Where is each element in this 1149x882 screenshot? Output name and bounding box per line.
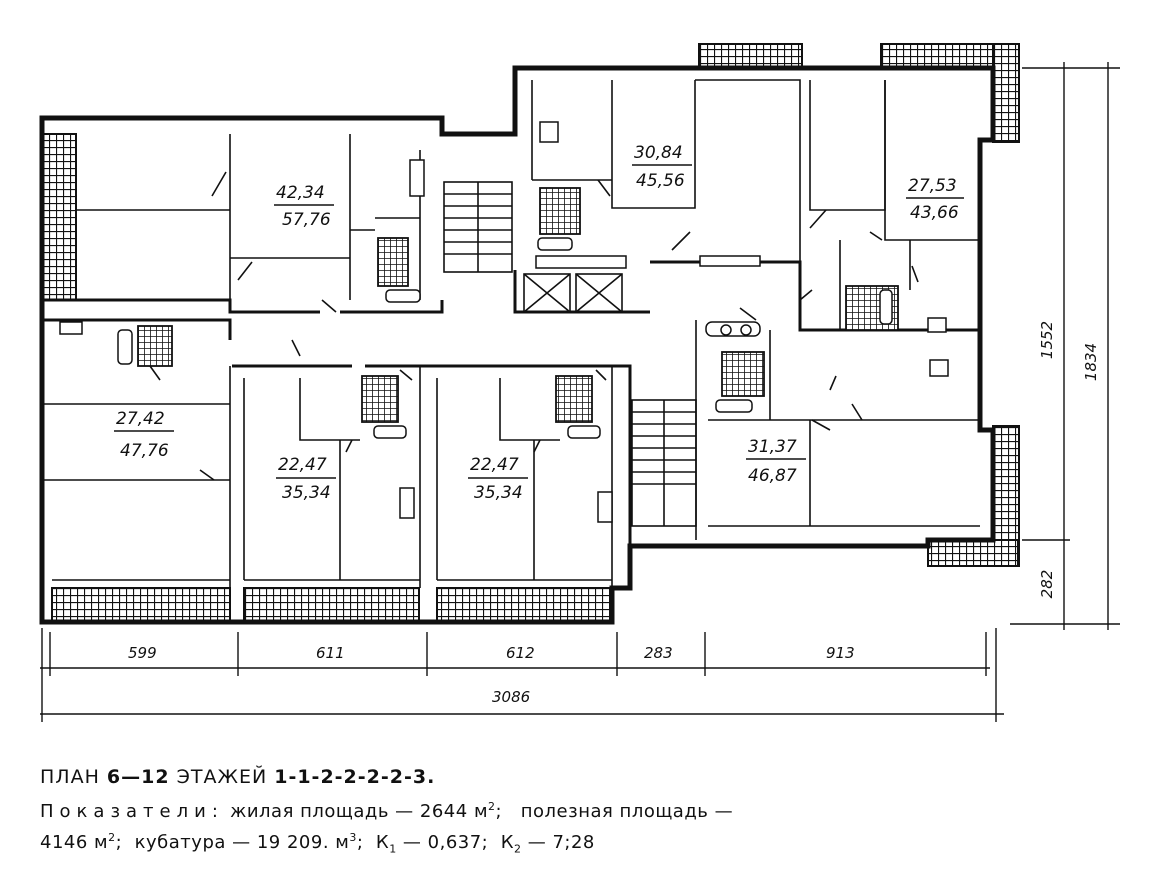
plan-title: ПЛАН 6—12 ЭТАЖЕЙ 1-1-2-2-2-2-3. [40, 766, 435, 788]
bathroom-7 [721, 351, 765, 397]
k1-sub: 1 [389, 842, 397, 856]
bathroom-5 [361, 375, 399, 423]
exterior-wall [39, 65, 996, 625]
total-area-4: 47,76 [120, 441, 169, 461]
living-area-4: 27,42 [116, 409, 165, 429]
unit-m-2: м [94, 832, 109, 853]
partitions-lower-right [695, 320, 980, 540]
bathroom-4 [137, 325, 173, 367]
area-label-apartment-1: 42,34 57,76 [274, 183, 334, 230]
dim-overall: 3086 [492, 688, 530, 706]
bathroom-6 [555, 375, 593, 423]
partitions-top-middle [531, 79, 886, 262]
dimension-line-bottom: 599 611 612 283 913 [40, 632, 990, 676]
indicators-label: Показатели: [40, 801, 224, 822]
k1-value: — 0,637; [402, 832, 489, 853]
plan-word: ПЛАН [40, 766, 100, 788]
unit-cube: 3 [349, 831, 357, 844]
dim-segment-5: 913 [826, 644, 855, 662]
total-area-7: 46,87 [748, 466, 797, 486]
corridor-wall-lower [40, 318, 632, 588]
total-area-2: 45,56 [636, 171, 685, 191]
indicators-line-1: Показатели: жилая площадь — 2644 м2; пол… [40, 800, 734, 822]
living-area-text: жилая площадь — 2644 [230, 801, 468, 822]
partitions-lower-mid-1 [243, 366, 421, 588]
lift-1 [523, 273, 571, 313]
living-area-6: 22,47 [470, 455, 519, 475]
dim-right-bay: 282 [1038, 570, 1056, 599]
loggia-left [41, 133, 77, 301]
bathroom-1 [377, 237, 409, 287]
volume-text: кубатура — 19 209. [134, 832, 330, 853]
loggia-bottom-2 [243, 587, 420, 623]
unit-sq: 2 [488, 800, 496, 813]
partitions-lower-mid-2 [436, 366, 613, 588]
partitions-left-top [76, 134, 421, 300]
area-label-apartment-6: 22,47 35,34 [468, 455, 528, 503]
area-label-apartment-5: 22,47 35,34 [276, 455, 336, 503]
area-label-apartment-2: 30,84 45,56 [632, 143, 692, 191]
dim-right-depth: 1552 [1038, 321, 1056, 359]
lift-2 [575, 273, 623, 313]
living-area-5: 22,47 [278, 455, 327, 475]
living-area-7: 31,37 [748, 437, 797, 457]
area-label-apartment-4: 27,42 47,76 [114, 409, 174, 461]
plan-sections: 1-1-2-2-2-2-3. [274, 766, 436, 788]
unit-m-3: м [335, 832, 350, 853]
plan-floors: 6—12 [106, 766, 170, 788]
area-label-apartment-3: 27,53 43,66 [906, 176, 964, 223]
corridor-wall-upper [42, 260, 980, 332]
k1-label: К [375, 832, 390, 853]
total-area-5: 35,34 [282, 483, 331, 503]
partitions-top-right [839, 80, 980, 330]
k2-label: К [500, 832, 514, 853]
indicators-line-2: 4146 м2; кубатура — 19 209. м3; К1 — 0,6… [40, 831, 595, 856]
partitions-lower-left [42, 366, 231, 588]
unit-m: м [473, 801, 489, 822]
bathroom-2 [539, 187, 581, 235]
total-area-1: 57,76 [282, 210, 331, 230]
dim-segment-4: 283 [644, 644, 673, 662]
loggia-bottom-1 [51, 587, 231, 623]
dim-segment-1: 599 [128, 644, 157, 662]
loggia-right-top [992, 43, 1020, 143]
dim-segment-3: 612 [506, 644, 535, 662]
total-area-3: 43,66 [910, 203, 959, 223]
useful-area-value: 4146 [40, 832, 88, 853]
loggia-top-1 [698, 43, 803, 69]
area-label-apartment-7: 31,37 46,87 [746, 437, 806, 486]
total-area-6: 35,34 [474, 483, 523, 503]
dimension-line-right: 1552 1834 282 [1010, 62, 1120, 630]
dimension-line-overall: 3086 [40, 628, 1004, 722]
loggia-right-bottom-2 [927, 539, 1019, 567]
unit-sq-2: 2 [108, 831, 116, 844]
living-area-2: 30,84 [634, 143, 683, 163]
dim-segment-2: 611 [316, 644, 345, 662]
k2-sub: 2 [513, 842, 522, 856]
loggia-bottom-3 [436, 587, 612, 623]
floor-plan-drawing: 42,34 57,76 30,84 45,56 27,53 43,66 27,4… [39, 43, 1120, 722]
stair-1-steps [444, 182, 512, 272]
living-area-1: 42,34 [276, 183, 325, 203]
living-area-3: 27,53 [908, 176, 957, 196]
useful-area-text: полезная площадь — [520, 801, 734, 822]
dim-right-total: 1834 [1082, 343, 1100, 381]
plan-floors-word: ЭТАЖЕЙ [176, 766, 268, 788]
stair-2-steps [632, 400, 696, 526]
k2-value: — 7;28 [527, 832, 595, 853]
